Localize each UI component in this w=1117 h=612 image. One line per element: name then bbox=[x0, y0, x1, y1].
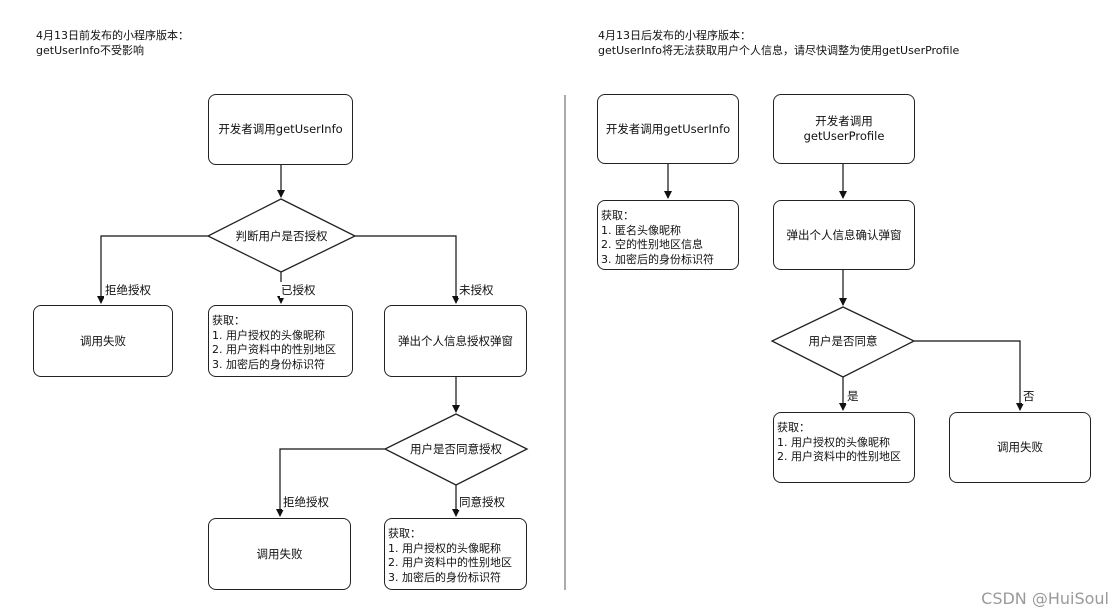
right-get-profile-line: 1. 用户授权的头像昵称 bbox=[777, 435, 890, 449]
right-get-profile-line: 获取： bbox=[777, 421, 810, 434]
right-fail-box: 调用失败 bbox=[949, 412, 1091, 483]
decision2-text: 用户是否同意授权 bbox=[410, 442, 502, 456]
left-header: 4月13日前发布的小程序版本： getUserInfo不受影响 bbox=[36, 28, 189, 58]
decision2-diamond bbox=[383, 413, 529, 486]
get-box-2-line: 获取： bbox=[388, 527, 421, 540]
no-label: 否 bbox=[1022, 388, 1036, 404]
get-box-1: 获取： 1. 用户授权的头像昵称 2. 用户资料中的性别地区 3. 加密后的身份… bbox=[208, 305, 353, 377]
get-box-2-line: 2. 用户资料中的性别地区 bbox=[388, 556, 512, 569]
right-get-info-line: 1. 匿名头像昵称 bbox=[601, 223, 681, 237]
get-box-2-line: 3. 加密后的身份标识符 bbox=[388, 570, 501, 584]
right-get-profile-line: 2. 用户资料中的性别地区 bbox=[777, 450, 901, 463]
right-start-info-box: 开发者调用getUserInfo bbox=[597, 94, 739, 164]
get-box-1-line: 1. 用户授权的头像昵称 bbox=[212, 328, 325, 342]
right-decision-text: 用户是否同意 bbox=[808, 334, 878, 348]
left-header-line1: 4月13日前发布的小程序版本： bbox=[36, 29, 189, 42]
left-start-box: 开发者调用getUserInfo bbox=[208, 94, 353, 165]
popup-box-left: 弹出个人信息授权弹窗 bbox=[384, 305, 527, 377]
right-start-profile-line2: getUserProfile bbox=[803, 129, 885, 143]
unauthorized-label: 未授权 bbox=[458, 282, 495, 298]
left-header-line2: getUserInfo不受影响 bbox=[36, 44, 144, 57]
right-start-profile-line1: 开发者调用 bbox=[815, 114, 873, 128]
decision1-diamond bbox=[206, 198, 357, 273]
fail-box-1: 调用失败 bbox=[33, 305, 173, 377]
right-get-info-line: 3. 加密后的身份标识符 bbox=[601, 252, 714, 266]
decision1-text: 判断用户是否授权 bbox=[235, 229, 328, 243]
fail-box-2: 调用失败 bbox=[208, 518, 351, 590]
right-popup-box: 弹出个人信息确认弹窗 bbox=[773, 200, 915, 270]
get-box-1-line: 2. 用户资料中的性别地区 bbox=[212, 343, 336, 356]
right-decision-diamond bbox=[770, 306, 916, 378]
get-box-1-line: 3. 加密后的身份标识符 bbox=[212, 357, 325, 371]
arrow-decision-no bbox=[914, 340, 1024, 411]
yes-label: 是 bbox=[846, 388, 860, 404]
authorized-label: 已授权 bbox=[280, 282, 317, 298]
reject-label: 拒绝授权 bbox=[104, 282, 152, 298]
arrow-decision1-unauthorized bbox=[355, 235, 460, 304]
reject2-label: 拒绝授权 bbox=[282, 494, 330, 510]
right-get-info-box: 获取： 1. 匿名头像昵称 2. 空的性别地区信息 3. 加密后的身份标识符 bbox=[597, 200, 739, 270]
get-box-2: 获取： 1. 用户授权的头像昵称 2. 用户资料中的性别地区 3. 加密后的身份… bbox=[384, 518, 527, 590]
watermark: CSDN @HuiSoul bbox=[981, 589, 1109, 608]
arrow-decision1-reject bbox=[97, 235, 208, 304]
arrow-decision2-reject bbox=[276, 448, 385, 517]
get-box-1-line: 获取： bbox=[212, 314, 245, 327]
right-start-profile-box: 开发者调用 getUserProfile bbox=[773, 94, 915, 164]
right-get-profile-box: 获取： 1. 用户授权的头像昵称 2. 用户资料中的性别地区 bbox=[773, 412, 915, 483]
right-header: 4月13日后发布的小程序版本： getUserInfo将无法获取用户个人信息，请… bbox=[598, 28, 959, 58]
agree-label: 同意授权 bbox=[458, 494, 506, 510]
get-box-2-line: 1. 用户授权的头像昵称 bbox=[388, 541, 501, 555]
right-get-info-line: 2. 空的性别地区信息 bbox=[601, 238, 703, 251]
right-get-info-line: 获取： bbox=[601, 209, 634, 222]
right-header-line2: getUserInfo将无法获取用户个人信息，请尽快调整为使用getUserPr… bbox=[598, 44, 960, 57]
right-header-line1: 4月13日后发布的小程序版本： bbox=[598, 29, 751, 42]
